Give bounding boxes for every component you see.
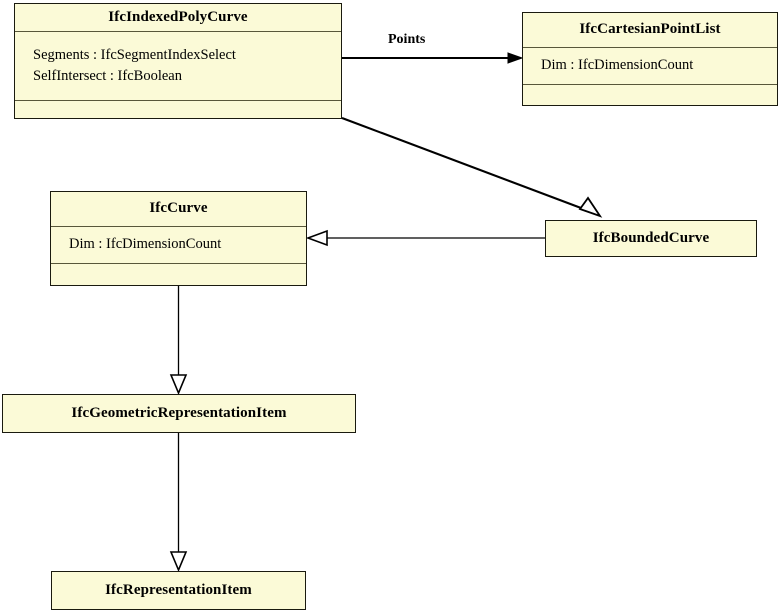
- uml-class-ifcboundedcurve[interactable]: IfcBoundedCurve: [545, 220, 757, 257]
- hollow-triangle-arrowhead-icon: [169, 551, 188, 573]
- class-name-ifccartesianpointlist: IfcCartesianPointList: [579, 21, 721, 38]
- edge-geomrepitem-repitem: [169, 433, 188, 573]
- edge-points-association: [342, 52, 524, 64]
- class-attributes-ifccartesianpointlist: Dim : IfcDimensionCount: [523, 47, 777, 84]
- filled-arrowhead-icon: [507, 52, 524, 64]
- class-name-ifcgeometricrepresentationitem: IfcGeometricRepresentationItem: [71, 404, 287, 421]
- class-operations-ifccurve: [51, 263, 306, 285]
- class-operations-ifccartesianpointlist: [523, 84, 777, 105]
- class-name-ifcboundedcurve: IfcBoundedCurve: [592, 229, 710, 246]
- class-attribute: Dim : IfcDimensionCount: [69, 236, 222, 253]
- class-name-ifcrepresentationitem: IfcRepresentationItem: [105, 581, 252, 598]
- hollow-triangle-arrowhead-icon: [578, 196, 603, 218]
- class-attributes-ifccurve: Dim : IfcDimensionCount: [51, 226, 306, 263]
- class-attributes-ifcindexedpolycurve: Segments : IfcSegmentIndexSelect SelfInt…: [15, 31, 341, 100]
- hollow-triangle-arrowhead-icon: [305, 229, 328, 247]
- hollow-triangle-arrowhead-icon: [169, 374, 188, 396]
- class-name-ifccurve: IfcCurve: [149, 200, 208, 217]
- edge-boundedcurve-curve: [305, 229, 545, 247]
- class-attribute: Dim : IfcDimensionCount: [541, 57, 694, 74]
- class-attribute: SelfIntersect : IfcBoolean: [33, 68, 182, 84]
- class-name-ifcindexedpolycurve: IfcIndexedPolyCurve: [108, 8, 248, 25]
- class-attribute: Segments : IfcSegmentIndexSelect: [33, 46, 236, 63]
- edge-generalization-diagonal-line: [341, 117, 590, 212]
- edge-indexedpolycurve-boundedcurve: [341, 117, 603, 218]
- uml-class-ifcgeometricrepresentationitem[interactable]: IfcGeometricRepresentationItem: [2, 394, 356, 433]
- uml-class-ifcrepresentationitem[interactable]: IfcRepresentationItem: [51, 571, 306, 610]
- edge-curve-geomrepitem: [169, 286, 188, 396]
- uml-class-ifccartesianpointlist[interactable]: IfcCartesianPointList Dim : IfcDimension…: [522, 12, 778, 106]
- class-operations-ifcindexedpolycurve: [15, 100, 341, 118]
- uml-class-ifccurve[interactable]: IfcCurve Dim : IfcDimensionCount: [50, 191, 307, 286]
- uml-class-ifcindexedpolycurve[interactable]: IfcIndexedPolyCurve Segments : IfcSegmen…: [14, 3, 342, 119]
- edge-label-points: Points: [388, 32, 426, 47]
